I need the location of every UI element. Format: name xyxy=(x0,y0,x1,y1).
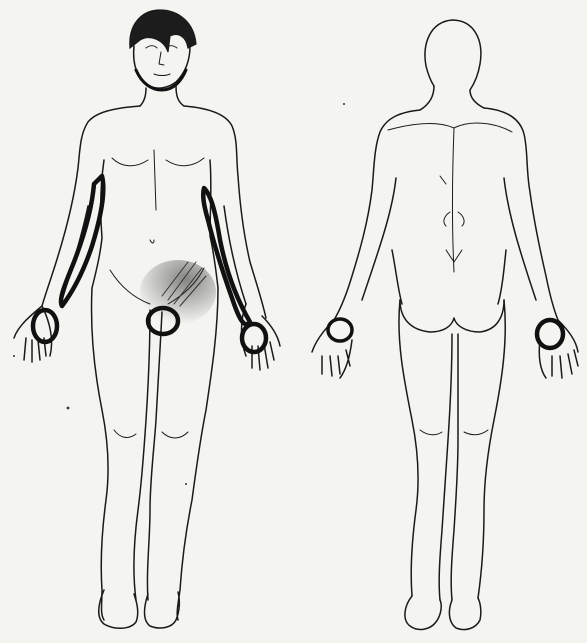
back-spine xyxy=(440,128,464,272)
back-left-hand xyxy=(312,320,352,378)
front-chest xyxy=(112,150,204,210)
back-left-inner-arm xyxy=(362,178,402,304)
front-hair xyxy=(130,10,196,52)
anterior-view xyxy=(14,10,280,628)
front-left-hand-marked-patch xyxy=(33,310,57,342)
back-right-leg-outer xyxy=(478,300,505,598)
back-left-outline xyxy=(334,110,420,320)
back-head xyxy=(425,20,481,90)
front-right-leg-outer xyxy=(177,288,218,620)
front-eyes xyxy=(146,46,177,48)
front-left-leg-outer xyxy=(91,288,108,620)
back-left-hand-marked-patch xyxy=(328,319,352,341)
front-right-foot xyxy=(145,592,180,628)
back-right-leg-inner xyxy=(451,334,458,600)
back-right-outline xyxy=(484,108,558,320)
front-nose-mouth xyxy=(154,52,170,76)
front-navel xyxy=(150,240,154,243)
back-left-leg-outer xyxy=(399,300,418,596)
front-right-hand-marked-patch xyxy=(242,324,266,352)
back-right-foot xyxy=(449,598,480,630)
front-left-foot xyxy=(99,590,138,628)
front-left-arm-marked-band xyxy=(61,176,103,306)
back-neck xyxy=(420,86,484,110)
back-scapulae xyxy=(388,123,512,132)
back-buttocks xyxy=(400,300,504,332)
posterior-view xyxy=(312,20,578,630)
back-right-hand-marked-patch xyxy=(537,320,563,348)
back-left-leg-inner xyxy=(439,334,452,600)
front-knees xyxy=(114,430,188,438)
front-jaw xyxy=(136,70,186,90)
back-knee-creases xyxy=(420,430,488,435)
back-left-foot xyxy=(405,596,441,629)
